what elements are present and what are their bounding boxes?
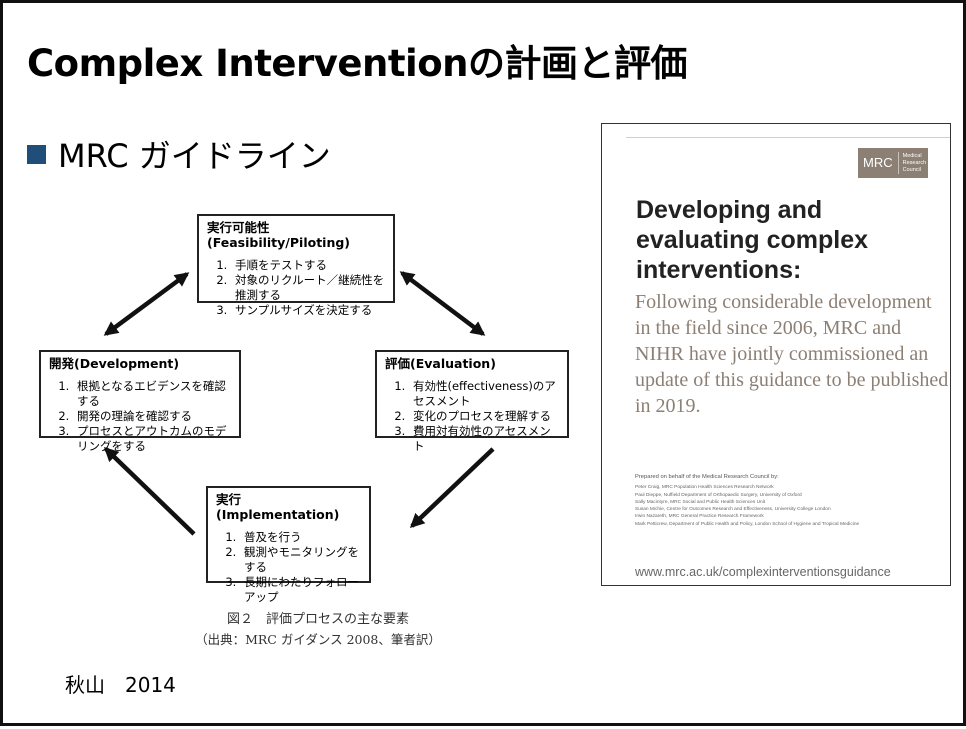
cover-heading: Developing and evaluating complex interv… — [636, 196, 869, 284]
arrow-implementation-development — [103, 446, 196, 536]
bullet-square-icon — [27, 144, 46, 164]
implementation-item: 普及を行う — [240, 530, 361, 545]
guidance-cover: MRC Medical Research Council Developing … — [601, 123, 951, 586]
mrc-logo-text: MRC — [858, 152, 899, 174]
evaluation-box: 評価(Evaluation) 有効性(effectiveness)のアセスメント… — [375, 350, 569, 453]
bullet-text: MRC ガイドライン — [58, 137, 331, 175]
feasibility-item: サンプルサイズを決定する — [231, 303, 385, 318]
cover-credits: Prepared on behalf of the Medical Resear… — [635, 474, 860, 527]
development-item: 根拠となるエビデンスを確認する — [73, 379, 231, 409]
author-credit: 秋山 2014 — [65, 673, 176, 697]
implementation-box: 実行(Implementation) 普及を行う 観測やモニタリングをする 長期… — [206, 486, 371, 604]
development-box: 開発(Development) 根拠となるエビデンスを確認する 開発の理論を確認… — [39, 350, 241, 453]
bullet-item: MRC ガイドライン — [27, 131, 331, 177]
evaluation-item: 費用対有効性のアセスメント — [409, 424, 559, 454]
development-item: プロセスとアウトカムのモデリングをする — [73, 424, 231, 454]
implementation-item: 観測やモニタリングをする — [240, 545, 361, 575]
figure-caption: 図２ 評価プロセスの主な要素 — [226, 612, 409, 627]
arrow-feasibility-evaluation — [399, 271, 486, 336]
evaluation-item: 有効性(effectiveness)のアセスメント — [409, 379, 559, 409]
development-title: 開発(Development) — [49, 356, 180, 371]
development-item: 開発の理論を確認する — [73, 409, 231, 424]
feasibility-item: 対象のリクルート／継続性を推測する — [231, 273, 385, 303]
slide-title: Complex Interventionの計画と評価 — [27, 42, 687, 85]
cover-divider — [626, 137, 950, 138]
evaluation-item: 変化のプロセスを理解する — [409, 409, 559, 424]
feasibility-box: 実行可能性(Feasibility/Piloting) 手順をテストする 対象の… — [197, 214, 395, 317]
feasibility-item: 手順をテストする — [231, 258, 385, 273]
arrow-evaluation-implementation — [409, 447, 495, 528]
mrc-logo-subtext: Medical Research Council — [902, 152, 927, 173]
figure-source: （出典：MRC ガイダンス 2008、筆者訳） — [195, 632, 441, 647]
implementation-title: 実行(Implementation) — [216, 492, 340, 522]
mrc-logo: MRC Medical Research Council — [858, 148, 928, 178]
cover-url: www.mrc.ac.uk/complexinterventionsguidan… — [635, 565, 891, 579]
implementation-item: 長期にわたりフォローアップ — [240, 575, 361, 605]
cycle-arrows — [103, 271, 495, 536]
cover-subheading: Following considerable development in th… — [635, 291, 949, 417]
feasibility-title: 実行可能性(Feasibility/Piloting) — [207, 220, 351, 250]
evaluation-title: 評価(Evaluation) — [385, 356, 496, 371]
arrow-feasibility-development — [103, 272, 190, 336]
